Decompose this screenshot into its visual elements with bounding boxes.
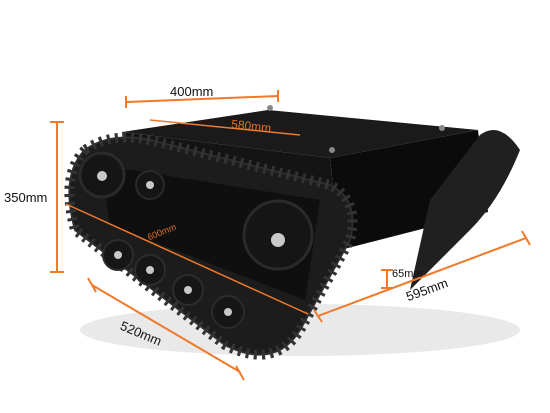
dim-line-top-width bbox=[125, 95, 279, 103]
dim-tick bbox=[313, 309, 323, 323]
bolt bbox=[439, 125, 445, 131]
sprocket-hub bbox=[271, 233, 285, 247]
dim-tick bbox=[235, 365, 245, 381]
chassis-top-deck bbox=[122, 110, 478, 158]
bolt bbox=[267, 105, 273, 111]
dim-line-top-length bbox=[149, 119, 301, 136]
dimension-lines bbox=[50, 90, 531, 381]
bolt bbox=[329, 147, 335, 153]
wheel-hub bbox=[224, 308, 232, 316]
dimension-label-ground-clearance: 65mm bbox=[392, 268, 423, 280]
idler-hub bbox=[97, 171, 107, 181]
dim-line-length bbox=[317, 237, 527, 317]
dim-tick bbox=[521, 230, 531, 246]
wheel-hub bbox=[146, 266, 154, 274]
roller-hub bbox=[146, 181, 154, 189]
wheel-hub bbox=[114, 251, 122, 259]
road-wheels bbox=[102, 239, 245, 329]
right-track bbox=[410, 130, 520, 290]
dim-line-inner-length bbox=[65, 203, 309, 315]
dimension-label-height: 350mm bbox=[4, 190, 48, 205]
dim-line-width bbox=[91, 284, 241, 373]
dim-tick bbox=[87, 277, 97, 293]
dimension-label-top-width: 400mm bbox=[170, 84, 214, 99]
wheel-hub bbox=[184, 286, 192, 294]
